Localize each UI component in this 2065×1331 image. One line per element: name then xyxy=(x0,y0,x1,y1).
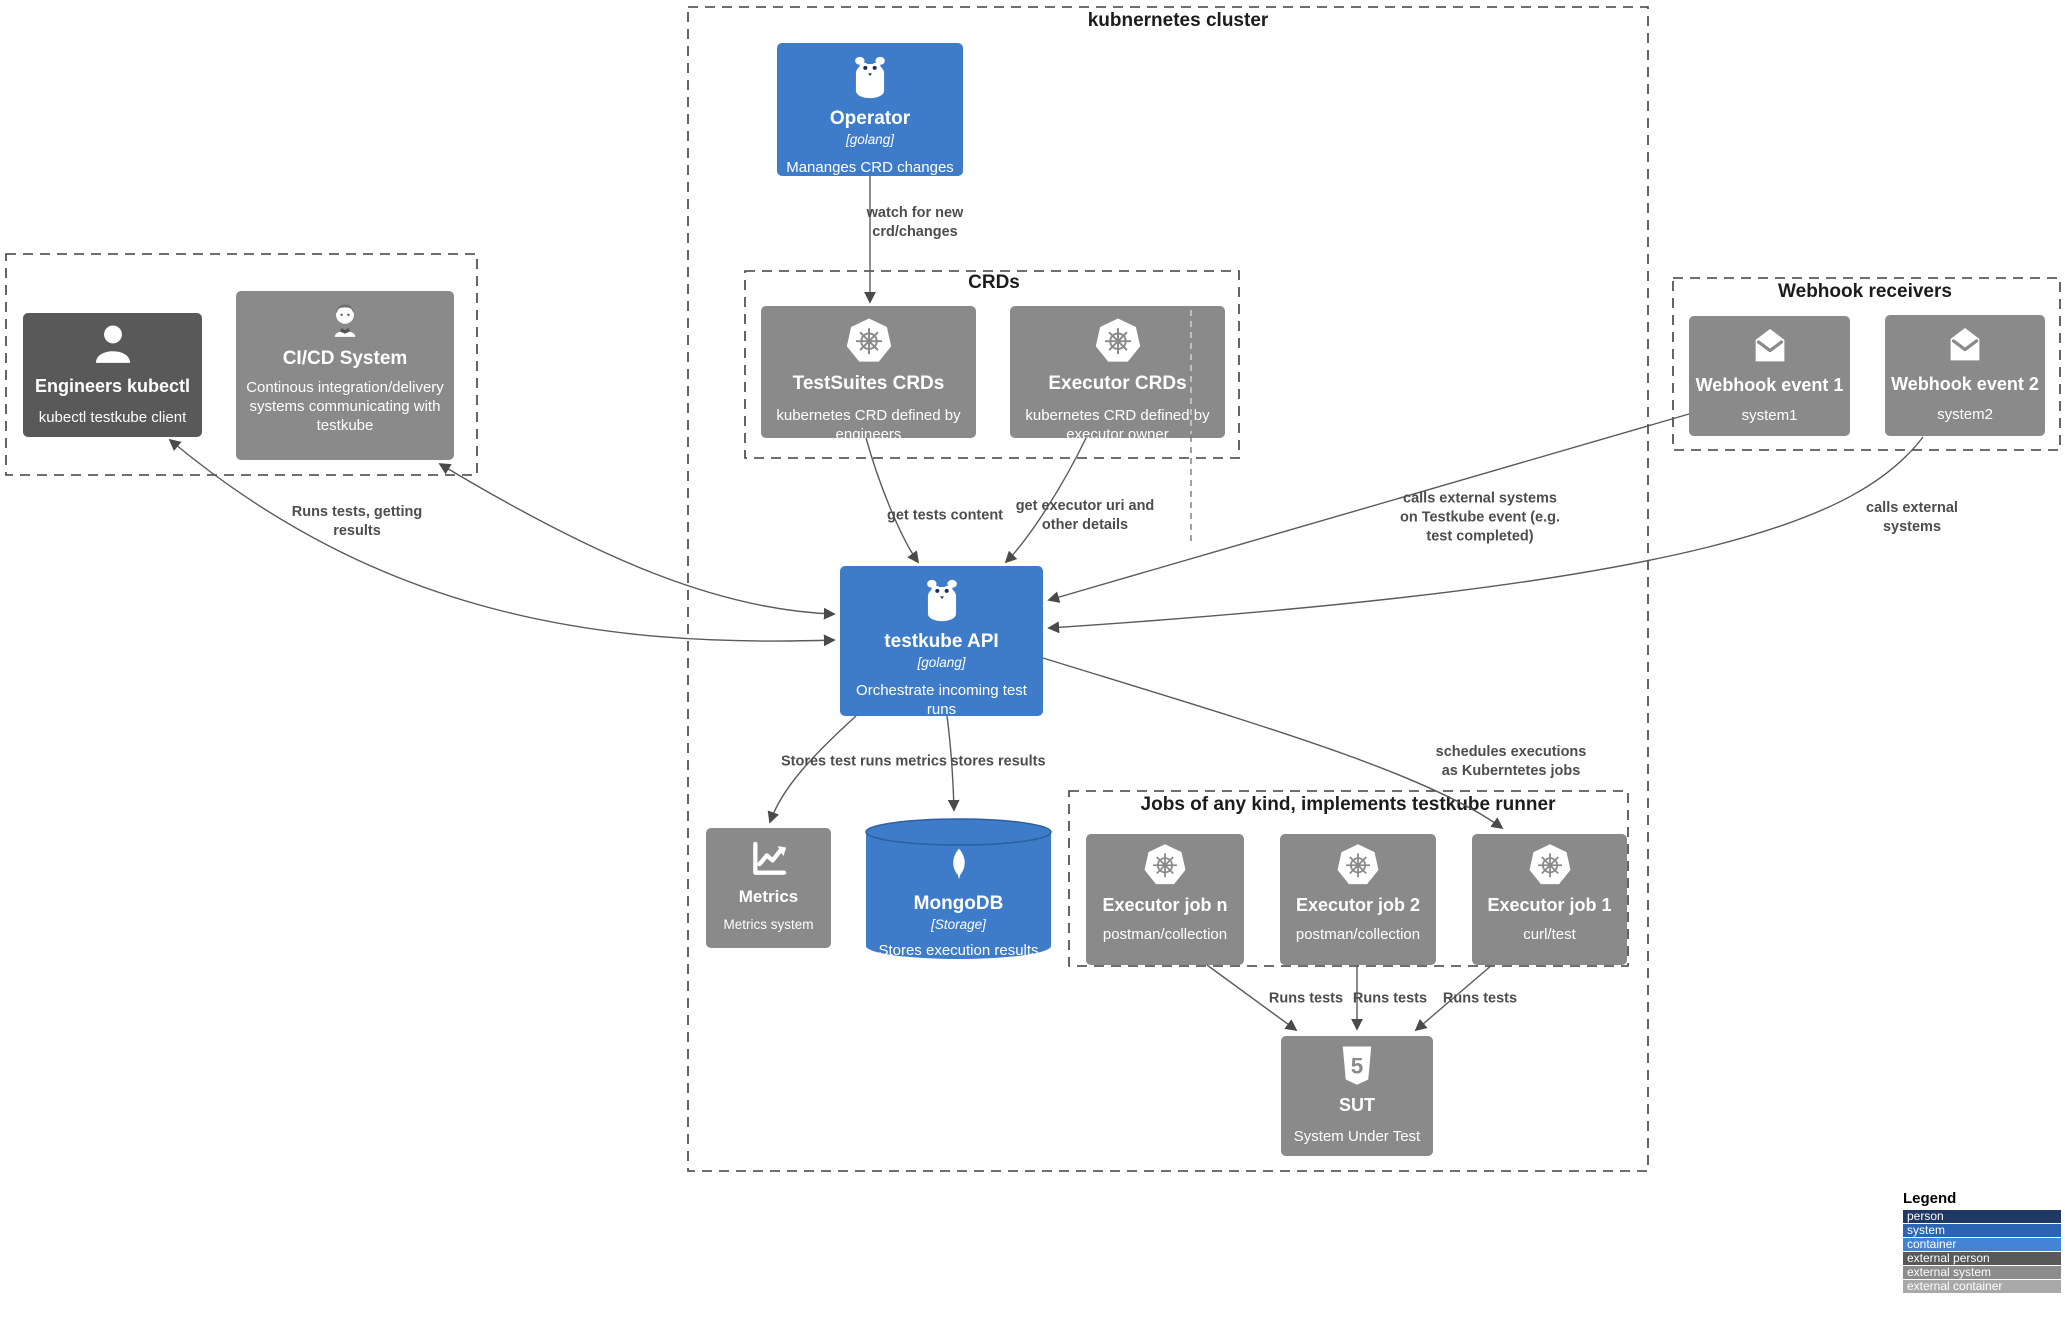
legend-title: Legend xyxy=(1903,1190,1957,1207)
edge-label-runs-tests-1: Runs tests xyxy=(1268,990,1344,1007)
person-icon xyxy=(87,319,139,371)
node-desc: System Under Test xyxy=(1293,1127,1421,1145)
edge-testsuites-to-api xyxy=(865,437,920,564)
node-desc: Metrics system xyxy=(723,916,814,932)
kubernetes-icon xyxy=(1141,842,1189,890)
node-title: SUT xyxy=(1339,1095,1375,1115)
svg-text:5: 5 xyxy=(1351,1054,1364,1079)
kubernetes-icon xyxy=(1526,842,1574,890)
legend-item-external-system: external system xyxy=(1903,1266,2061,1279)
node-executor-crds: Executor CRDs kubernetes CRD defined by … xyxy=(1010,306,1225,443)
node-executor-job-1: Executor job 1 curl/test xyxy=(1472,834,1627,965)
node-sut: 5 SUT System Under Test xyxy=(1281,1036,1433,1156)
node-desc: Orchestrate incoming test runs xyxy=(856,681,1027,718)
node-title: Metrics xyxy=(738,887,799,906)
node-metrics: Metrics Metrics system xyxy=(706,828,831,948)
edge-label-runs-tests-3: Runs tests xyxy=(1442,990,1518,1007)
node-desc: Stores execution results xyxy=(878,941,1039,959)
node-desc: kubectl testkube client xyxy=(38,408,187,426)
node-desc: postman/collection xyxy=(1295,925,1421,943)
node-executor-job-n: Executor job n postman/collection xyxy=(1086,834,1244,965)
node-tech: [Storage] xyxy=(931,916,986,932)
node-title: TestSuites CRDs xyxy=(792,373,945,394)
edge-engineers-api xyxy=(168,438,836,647)
node-engineers-kubectl: Engineers kubectl kubectl testkube clien… xyxy=(23,313,202,437)
edge-label-runs-tests-getting-results: Runs tests, getting results xyxy=(291,503,423,539)
mongodb-leaf-icon xyxy=(942,840,976,888)
legend-item-container: container xyxy=(1903,1238,2061,1251)
edge-label-runs-tests-2: Runs tests xyxy=(1352,990,1428,1007)
node-tech: [golang] xyxy=(845,131,895,147)
edge-label-calls-external-systems: calls external systems xyxy=(1866,499,1958,535)
legend-item-person: person xyxy=(1903,1210,2061,1223)
node-desc: curl/test xyxy=(1523,925,1576,943)
node-mongodb: MongoDB [Storage] Stores execution resul… xyxy=(865,818,1052,960)
edge-label-watch-for-new-crd: watch for new crd/changes xyxy=(866,204,964,240)
boundary-title-kubernetes-cluster: kubnernetes cluster xyxy=(1087,10,1269,31)
node-executor-job-2: Executor job 2 postman/collection xyxy=(1280,834,1436,965)
jenkins-butler-icon xyxy=(323,299,367,343)
legend-item-external-container: external container xyxy=(1903,1280,2061,1293)
node-title: Executor job 2 xyxy=(1295,895,1421,915)
node-title: Webhook event 1 xyxy=(1695,375,1844,395)
kubernetes-icon xyxy=(843,316,895,368)
legend-item-system: system xyxy=(1903,1224,2061,1237)
edge-label-stores-test-runs-metrics: Stores test runs metrics xyxy=(780,753,948,770)
gopher-icon xyxy=(845,53,895,103)
edge-label-get-executor-uri: get executor uri and other details xyxy=(1015,497,1155,533)
node-cicd-system: CI/CD System Continous integration/deliv… xyxy=(236,291,454,460)
envelope-icon xyxy=(1942,323,1988,369)
node-webhook-event-1: Webhook event 1 system1 xyxy=(1689,316,1850,436)
node-tech: [golang] xyxy=(917,654,966,670)
html5-shield-icon: 5 xyxy=(1333,1042,1381,1090)
node-title: Executor CRDs xyxy=(1048,373,1187,394)
boundary-title-webhook-receivers: Webhook receivers xyxy=(1778,281,1952,302)
node-operator: Operator [golang] Mananges CRD changes xyxy=(777,43,963,176)
node-title: testkube API xyxy=(884,631,999,652)
edge-label-schedules-executions: schedules executions as Kuberntetes jobs xyxy=(1435,743,1587,779)
kubernetes-icon xyxy=(1334,842,1382,890)
node-title: Executor job 1 xyxy=(1487,895,1612,915)
node-title: Executor job n xyxy=(1102,895,1228,915)
boundary-title-jobs: Jobs of any kind, implements testkube ru… xyxy=(1140,794,1556,815)
node-desc: system1 xyxy=(1741,406,1798,424)
node-desc: kubernetes CRD defined by executor owner xyxy=(1025,406,1210,443)
node-title: Operator xyxy=(829,108,911,129)
edge-cicd-api xyxy=(438,463,836,620)
node-title: Engineers kubectl xyxy=(34,376,191,396)
node-desc: Continous integration/delivery systems c… xyxy=(246,378,444,434)
node-testsuites-crds: TestSuites CRDs kubernetes CRD defined b… xyxy=(761,306,976,443)
node-desc: system2 xyxy=(1937,405,1993,423)
edge-label-get-tests-content: get tests content xyxy=(886,507,1004,524)
boundary-title-crds: CRDs xyxy=(968,272,1020,293)
gopher-icon xyxy=(917,576,967,626)
metrics-chart-icon xyxy=(746,836,792,882)
node-testkube-api: testkube API [golang] Orchestrate incomi… xyxy=(840,566,1043,718)
envelope-icon xyxy=(1747,324,1793,370)
node-title: MongoDB xyxy=(913,893,1004,914)
node-desc: kubernetes CRD defined by engineers xyxy=(776,406,961,443)
edge-label-stores-results: stores results xyxy=(950,753,1046,770)
kubernetes-icon xyxy=(1092,316,1144,368)
legend: Legend person system container external … xyxy=(1903,1190,2061,1294)
edge-label-calls-external-on-event: calls external systems on Testkube event… xyxy=(1399,490,1561,545)
node-desc: Mananges CRD changes xyxy=(786,158,954,176)
legend-item-external-person: external person xyxy=(1903,1252,2061,1265)
node-desc: postman/collection xyxy=(1102,925,1228,943)
node-title: CI/CD System xyxy=(282,348,408,369)
node-webhook-event-2: Webhook event 2 system2 xyxy=(1885,315,2045,436)
node-title: Webhook event 2 xyxy=(1891,374,2039,394)
